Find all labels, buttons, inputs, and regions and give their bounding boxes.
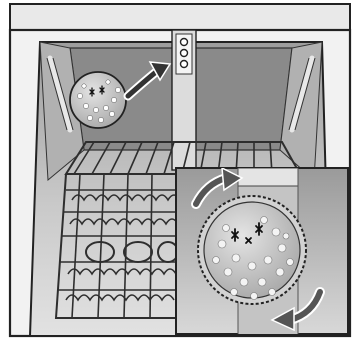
top-panel: [10, 4, 350, 30]
detail-inset-panel: [176, 168, 348, 334]
spray-arm-holder: [172, 30, 196, 170]
filter-ball-icon: [70, 72, 126, 128]
filter-ball-detail-icon: [198, 196, 306, 304]
